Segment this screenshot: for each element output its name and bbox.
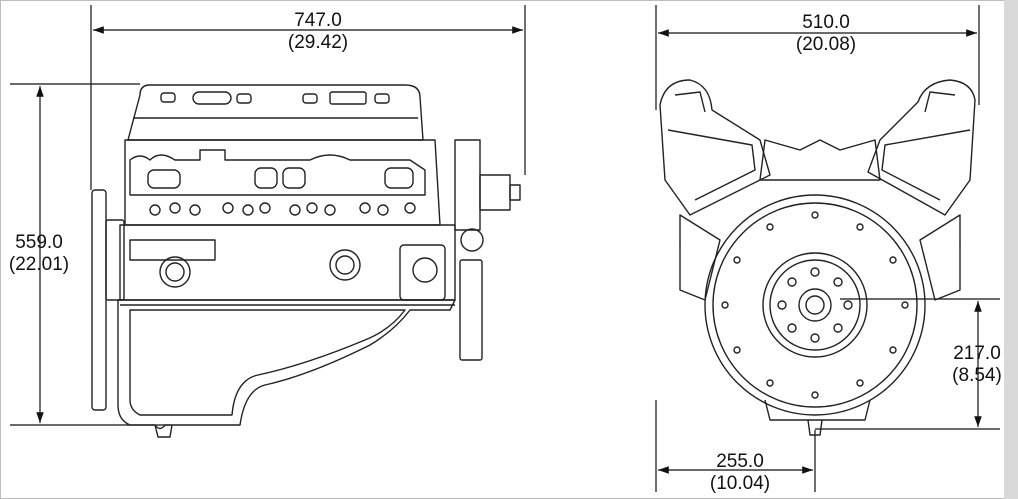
right-bank [867,79,976,216]
side-length-in: (29.42) [287,32,349,53]
freeze-plug [159,256,191,288]
water-outlet [460,228,484,252]
front-width-dimension: 510.0 (20.08) [776,12,876,56]
front-crank-height-dimension: 217.0 (8.54) [942,343,1012,387]
front-width-mm: 510.0 [802,12,850,33]
front-crank-offset-dimension: 255.0 (10.04) [690,451,790,495]
engine-side-view [91,84,521,438]
flywheel-teeth-holes [721,211,909,399]
front-crank-offset-mm: 255.0 [716,451,764,472]
front-crank-offset-in: (10.04) [709,473,771,494]
left-bank [659,79,771,216]
front-pulley [91,189,107,411]
side-length-mm: 747.0 [294,10,342,31]
valve-cover [127,84,424,141]
right-edge-band [1004,0,1018,499]
side-height-in: (22.01) [8,254,70,275]
engine-front-view [659,79,976,436]
oil-pan [117,299,456,430]
side-length-dimension: 747.0 (29.42) [268,10,368,54]
side-height-mm: 559.0 [15,232,63,253]
front-width-in: (20.08) [795,34,857,55]
engine-block [119,224,456,301]
front-crank-height-mm: 217.0 [953,343,1001,364]
dimension-lines [10,5,1000,492]
flywheel [704,194,926,416]
front-crank-height-in: (8.54) [952,365,1002,386]
exhaust-manifold [129,149,426,196]
flywheel-bolts [777,267,853,343]
side-height-dimension: 559.0 (22.01) [0,232,78,276]
